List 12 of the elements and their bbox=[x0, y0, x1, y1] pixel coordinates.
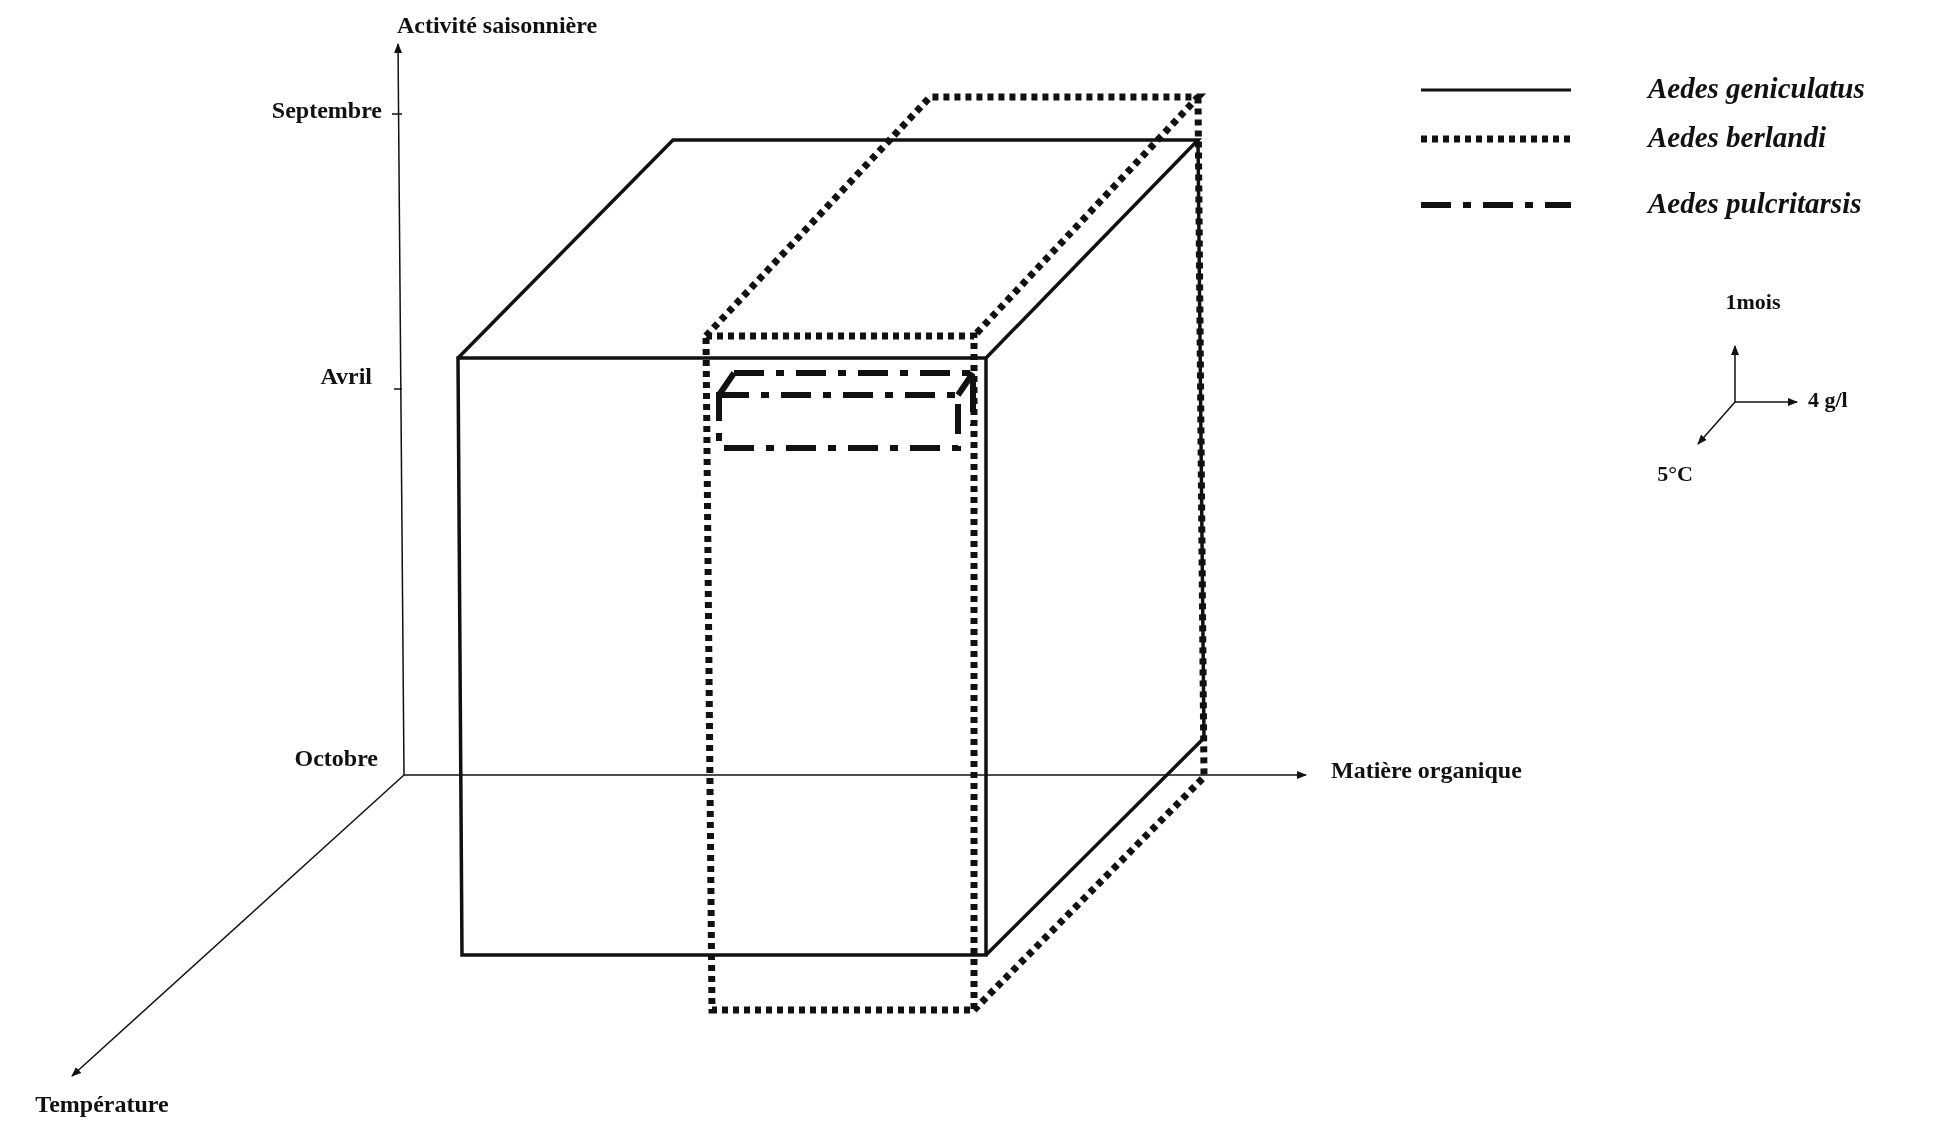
legend-label: Aedes berlandi bbox=[1648, 121, 1827, 154]
axis-label: Matière organique bbox=[1331, 756, 1522, 784]
axis-label: Avril bbox=[320, 362, 372, 390]
axis-label: Température bbox=[35, 1090, 169, 1118]
axis-label: Octobre bbox=[294, 744, 378, 772]
legend-label: Aedes pulcritarsis bbox=[1648, 187, 1862, 220]
axis-label: 4 g/l bbox=[1808, 387, 1848, 413]
axis-label: 1mois bbox=[1725, 289, 1781, 315]
axis-label: Septembre bbox=[271, 96, 382, 124]
legend-label: Aedes geniculatus bbox=[1648, 72, 1865, 105]
axis-label: Activité saisonnière bbox=[396, 11, 598, 39]
axis-label: 5°C bbox=[1657, 461, 1693, 487]
